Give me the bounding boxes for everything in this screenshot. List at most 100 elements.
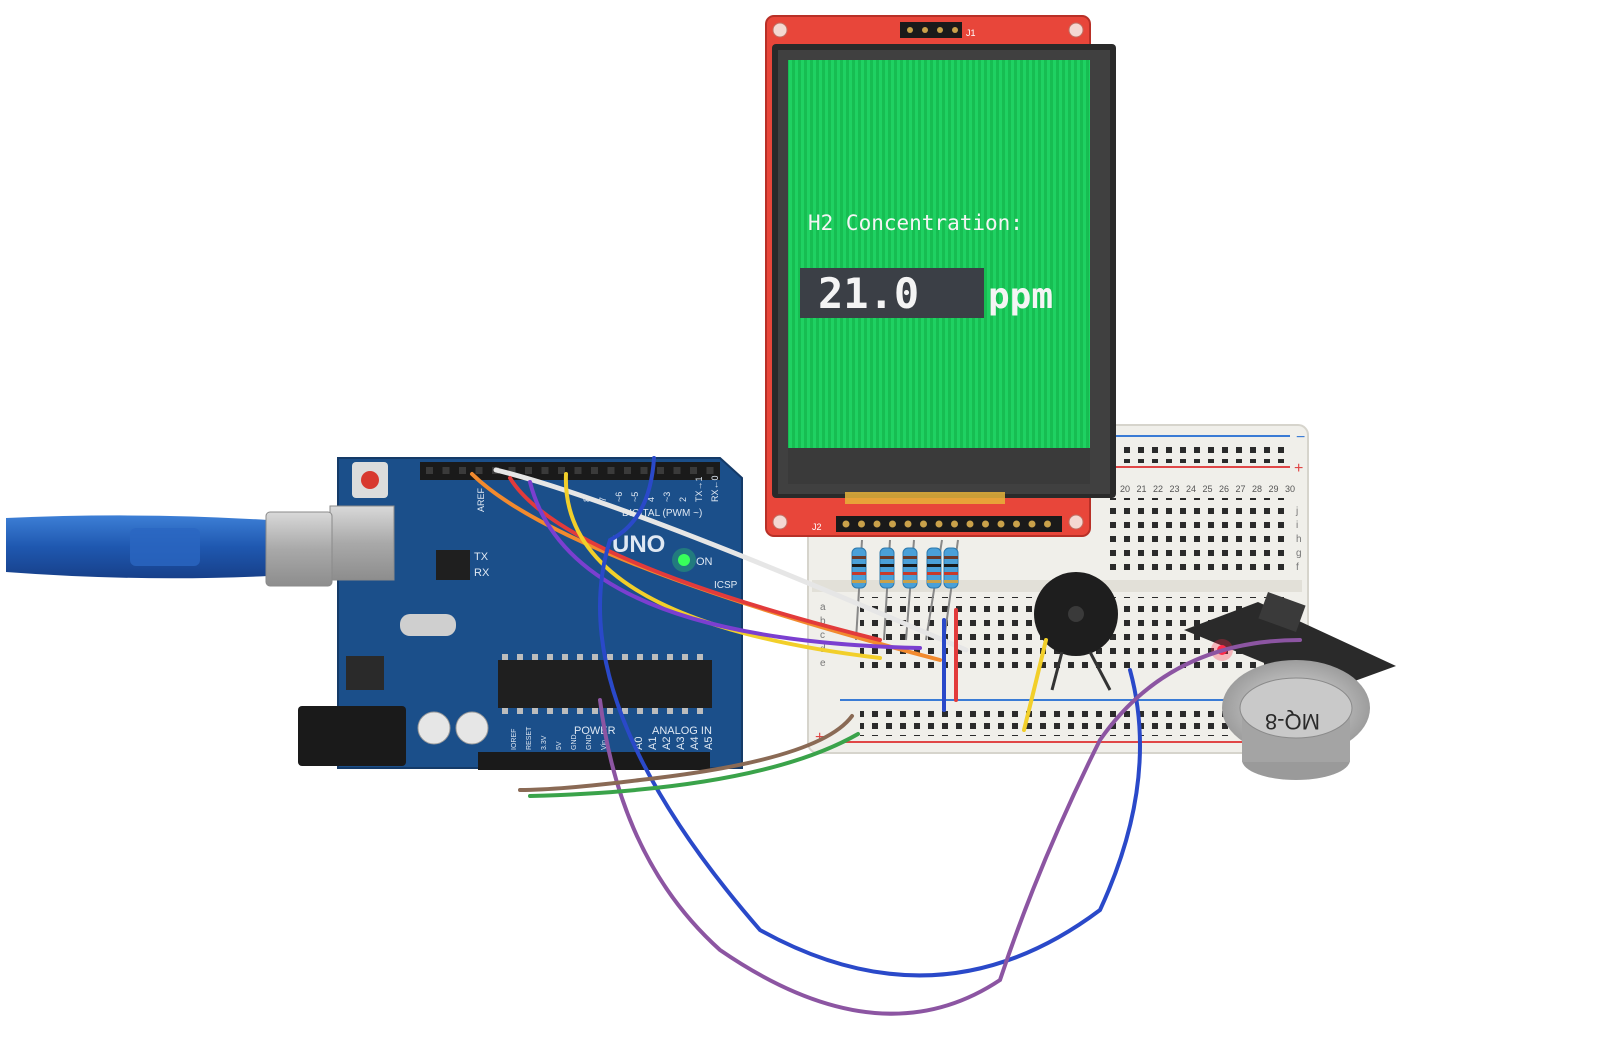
aref-label: AREF bbox=[476, 487, 486, 512]
column-number: 24 bbox=[1186, 484, 1196, 494]
wire-green bbox=[528, 732, 860, 798]
row-letter: a bbox=[820, 602, 826, 613]
tx-label: TX bbox=[474, 551, 489, 563]
jumper-wires bbox=[470, 456, 1302, 1016]
header-pin bbox=[673, 467, 681, 474]
header-pin bbox=[607, 467, 615, 474]
tft-module: J1 J2 H2 Concentration: 21.0 ppm bbox=[765, 15, 1116, 537]
dc-jack bbox=[298, 706, 406, 766]
tft-pin bbox=[1028, 520, 1036, 528]
resistor bbox=[851, 539, 867, 641]
tft-pin bbox=[889, 520, 896, 528]
header-pin bbox=[459, 467, 466, 474]
tft-pin bbox=[997, 520, 1005, 528]
header-pin bbox=[624, 467, 631, 474]
header-pin bbox=[442, 467, 450, 474]
power-pin-label: IOREF bbox=[511, 729, 518, 750]
rx-label: RX bbox=[474, 567, 490, 579]
column-number: 26 bbox=[1219, 484, 1229, 494]
column-number: 22 bbox=[1153, 484, 1163, 494]
header-pin bbox=[591, 467, 598, 474]
column-number: 28 bbox=[1252, 484, 1262, 494]
resistor bbox=[925, 539, 943, 641]
row-letter: i bbox=[1296, 520, 1298, 531]
column-number: 21 bbox=[1137, 484, 1147, 494]
row-letter: f bbox=[1296, 562, 1299, 573]
tft-pin bbox=[873, 520, 881, 528]
column-number: 23 bbox=[1170, 484, 1180, 494]
power-led bbox=[678, 554, 690, 566]
analog-pin-label: A4 bbox=[689, 737, 701, 750]
tft-pin bbox=[842, 520, 850, 528]
digital-pin-label: 4 bbox=[646, 497, 656, 502]
tft-pin bbox=[1044, 520, 1051, 528]
tft-pin bbox=[966, 520, 974, 528]
tft-pin bbox=[904, 520, 912, 528]
resistor bbox=[943, 539, 959, 641]
display-unit: ppm bbox=[988, 276, 1053, 317]
rail-minus-label: − bbox=[1296, 429, 1305, 446]
header-pin bbox=[640, 467, 648, 474]
row-letter: e bbox=[820, 658, 826, 669]
display-value-box bbox=[800, 268, 984, 318]
on-label: ON bbox=[696, 556, 713, 568]
digital-pin-label: 2 bbox=[678, 497, 688, 502]
wire-blue-long bbox=[598, 456, 1142, 978]
power-pin-label: GND bbox=[571, 734, 578, 750]
tft-pin bbox=[920, 520, 927, 528]
header-pin bbox=[426, 467, 433, 474]
header-pin bbox=[690, 467, 697, 474]
capacitor bbox=[455, 711, 489, 745]
tft-pin bbox=[935, 520, 943, 528]
header-pin bbox=[706, 467, 714, 474]
digital-pin-label: ~5 bbox=[630, 492, 640, 502]
row-letter: j bbox=[1295, 506, 1298, 517]
wire-brown bbox=[518, 714, 854, 792]
power-pin-label: RESET bbox=[526, 726, 533, 750]
wire-yellow-short bbox=[1022, 638, 1048, 732]
usb-cable bbox=[6, 511, 333, 587]
header-pin bbox=[574, 467, 582, 474]
power-pin-label: GND bbox=[586, 734, 593, 750]
sensor-label: MQ-8 bbox=[1265, 709, 1320, 734]
analog-pin-label: A2 bbox=[661, 737, 673, 750]
power-pin-label: Vin bbox=[601, 740, 608, 750]
digital-pin-label: ~6 bbox=[614, 492, 624, 502]
rail-plus-label: + bbox=[1294, 460, 1303, 477]
row-letter: h bbox=[1296, 534, 1302, 545]
analog-pin-label: A3 bbox=[675, 737, 687, 750]
row-letter: c bbox=[820, 630, 825, 641]
row-letter: g bbox=[1296, 548, 1302, 559]
capacitor bbox=[417, 711, 451, 745]
icsp-label: ICSP bbox=[714, 580, 738, 591]
header-pin bbox=[558, 467, 565, 474]
wire-purple-long bbox=[598, 638, 1302, 1016]
header-pin bbox=[541, 467, 549, 474]
header-pin bbox=[525, 467, 532, 474]
usb-b-port bbox=[329, 505, 395, 581]
row-letter: b bbox=[820, 616, 826, 627]
tft-bottom-header-label: J2 bbox=[812, 522, 822, 532]
column-number: 20 bbox=[1120, 484, 1130, 494]
tft-pin bbox=[1013, 520, 1020, 528]
analog-pin-label: A1 bbox=[647, 737, 659, 750]
header-pin bbox=[508, 467, 516, 474]
column-number: 25 bbox=[1203, 484, 1213, 494]
mq8-sensor-module: MQ-8 bbox=[1184, 592, 1396, 780]
wire-white bbox=[493, 467, 969, 653]
analog-pin-label: A5 bbox=[703, 737, 715, 750]
wire-violet bbox=[528, 480, 922, 650]
header-pin bbox=[475, 467, 483, 474]
wire-red bbox=[508, 476, 882, 642]
arduino-board: UNO ON TX RX ICSP AREF DIGITAL (PWM ~) 8… bbox=[298, 457, 743, 770]
resistor-array bbox=[851, 539, 959, 641]
tft-screen bbox=[788, 60, 1090, 448]
buzzer bbox=[1034, 572, 1118, 691]
tft-header-label: J1 bbox=[966, 28, 976, 38]
power-pin-label: 3.3V bbox=[541, 735, 548, 750]
display-label: H2 Concentration: bbox=[808, 211, 1023, 235]
analog-label: ANALOG IN bbox=[652, 725, 712, 737]
